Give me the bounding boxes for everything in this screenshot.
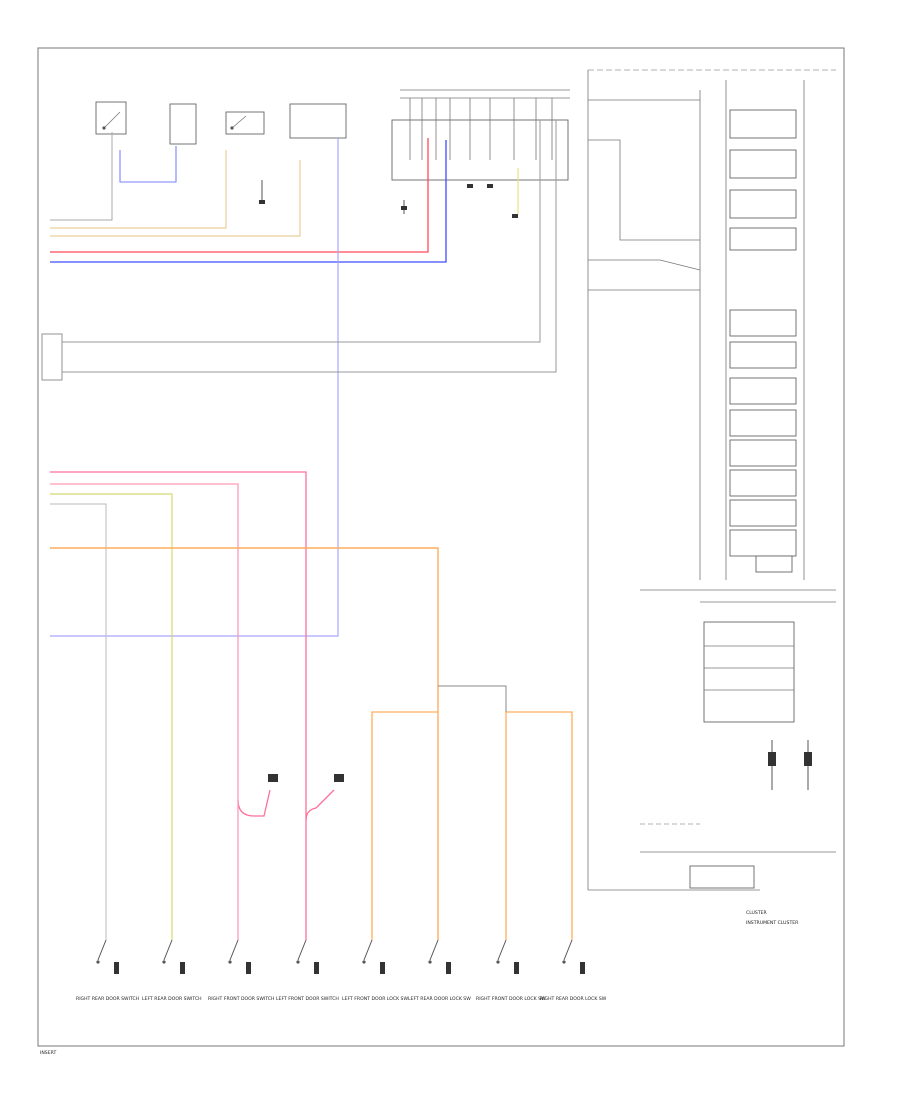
bottom-switch-label-6: LEFT REAR DOOR LOCK SW <box>408 996 471 1002</box>
cluster-module-11 <box>729 499 797 527</box>
bottom-switch-label-2: LEFT REAR DOOR SWITCH <box>142 996 202 1002</box>
cluster-module-6 <box>729 341 797 369</box>
cluster-module-5 <box>729 309 797 337</box>
middle-wires <box>50 471 573 940</box>
bottom-switch-row: RIGHT REAR DOOR SWITCH LEFT REAR DOOR SW… <box>76 939 607 1002</box>
cluster-module-8 <box>729 409 797 437</box>
cluster-module-9 <box>729 439 797 467</box>
cluster-module-2 <box>729 149 797 179</box>
bottom-switch-label-3: RIGHT FRONT DOOR SWITCH <box>208 996 274 1002</box>
cluster-module-13 <box>755 555 793 573</box>
top-left-components <box>95 89 570 218</box>
cluster-sub-label: CLUSTER <box>746 910 768 916</box>
bottom-switch-label-4: LEFT FRONT DOOR SWITCH <box>276 996 339 1002</box>
door-switch-box-1 <box>95 101 127 135</box>
bottom-switch-5: LEFT FRONT DOOR LOCK SW <box>342 939 408 1002</box>
bottom-switch-4: LEFT FRONT DOOR SWITCH <box>276 939 339 1002</box>
cluster-indicator-block <box>703 621 795 723</box>
cluster-module-4 <box>729 227 797 251</box>
cluster-module-10 <box>729 469 797 497</box>
bottom-switch-label-5: LEFT FRONT DOOR LOCK SW <box>342 996 408 1002</box>
diagram-frame <box>37 47 845 1047</box>
bottom-switch-2: LEFT REAR DOOR SWITCH <box>142 939 202 1002</box>
footer-code: INSERT <box>40 1050 56 1056</box>
cluster-module-7 <box>729 377 797 405</box>
door-lock-relay-box <box>289 103 347 139</box>
bottom-switch-label-1: RIGHT REAR DOOR SWITCH <box>76 996 139 1002</box>
bottom-switch-6: LEFT REAR DOOR LOCK SW <box>408 939 471 1002</box>
door-switch-box-2 <box>169 103 197 145</box>
top-left-wires <box>41 120 557 637</box>
bottom-switch-label-7: RIGHT FRONT DOOR LOCK SW <box>476 996 546 1002</box>
cluster-module-12 <box>729 529 797 557</box>
cluster-bottom-module <box>689 865 755 889</box>
bottom-switch-8: RIGHT REAR DOOR LOCK SW <box>540 939 607 1002</box>
cluster-module-1 <box>729 109 797 139</box>
body-control-connector <box>391 119 569 181</box>
bottom-switch-3: RIGHT FRONT DOOR SWITCH <box>208 939 274 1002</box>
instrument-cluster-label: INSTRUMENT CLUSTER <box>746 920 799 926</box>
bottom-switch-1: RIGHT REAR DOOR SWITCH <box>76 939 139 1002</box>
bottom-switch-label-8: RIGHT REAR DOOR LOCK SW <box>540 996 607 1002</box>
bottom-switch-7: RIGHT FRONT DOOR LOCK SW <box>476 939 546 1002</box>
cluster-module-3 <box>729 189 797 219</box>
trunk-switch-box <box>225 111 265 135</box>
instrument-cluster-panel: CLUSTER INSTRUMENT CLUSTER <box>587 69 836 926</box>
left-connector <box>41 333 63 381</box>
